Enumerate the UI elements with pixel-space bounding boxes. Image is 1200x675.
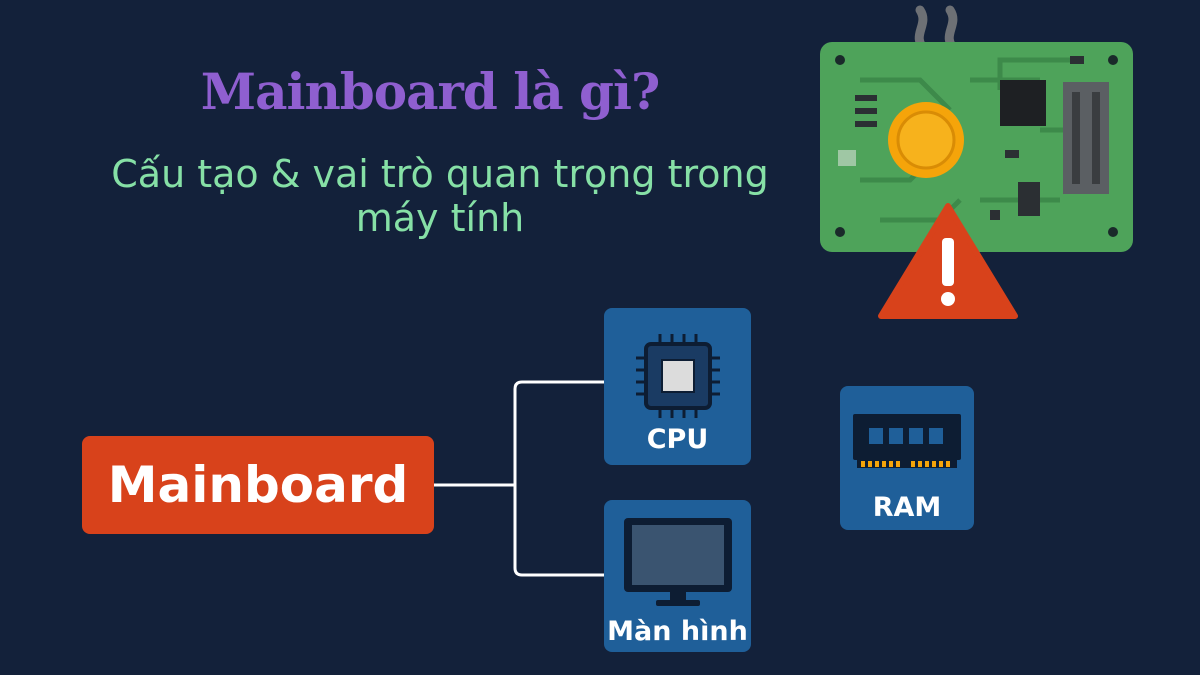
monitor-label: Màn hình (607, 616, 748, 647)
warning-triangle-icon (878, 203, 1018, 319)
ram-node: RAM (840, 386, 974, 530)
subtitle-line-1: Cấu tạo & vai trò quan trọng trong (111, 152, 769, 196)
page-title: Mainboard là gì? (200, 62, 661, 121)
ram-label: RAM (872, 492, 942, 523)
page-subtitle: Cấu tạo & vai trò quan trọng trong máy t… (40, 152, 840, 240)
cpu-label: CPU (646, 424, 709, 455)
cpu-node: CPU (604, 308, 751, 465)
circuit-board-icon (820, 5, 1133, 252)
mainboard-node: Mainboard (82, 436, 434, 534)
cpu-chip-icon (636, 334, 720, 418)
monitor-node: Màn hình (604, 500, 751, 652)
monitor-icon (624, 518, 732, 606)
ram-stick-icon (853, 414, 961, 468)
subtitle-line-2: máy tính (355, 196, 525, 240)
